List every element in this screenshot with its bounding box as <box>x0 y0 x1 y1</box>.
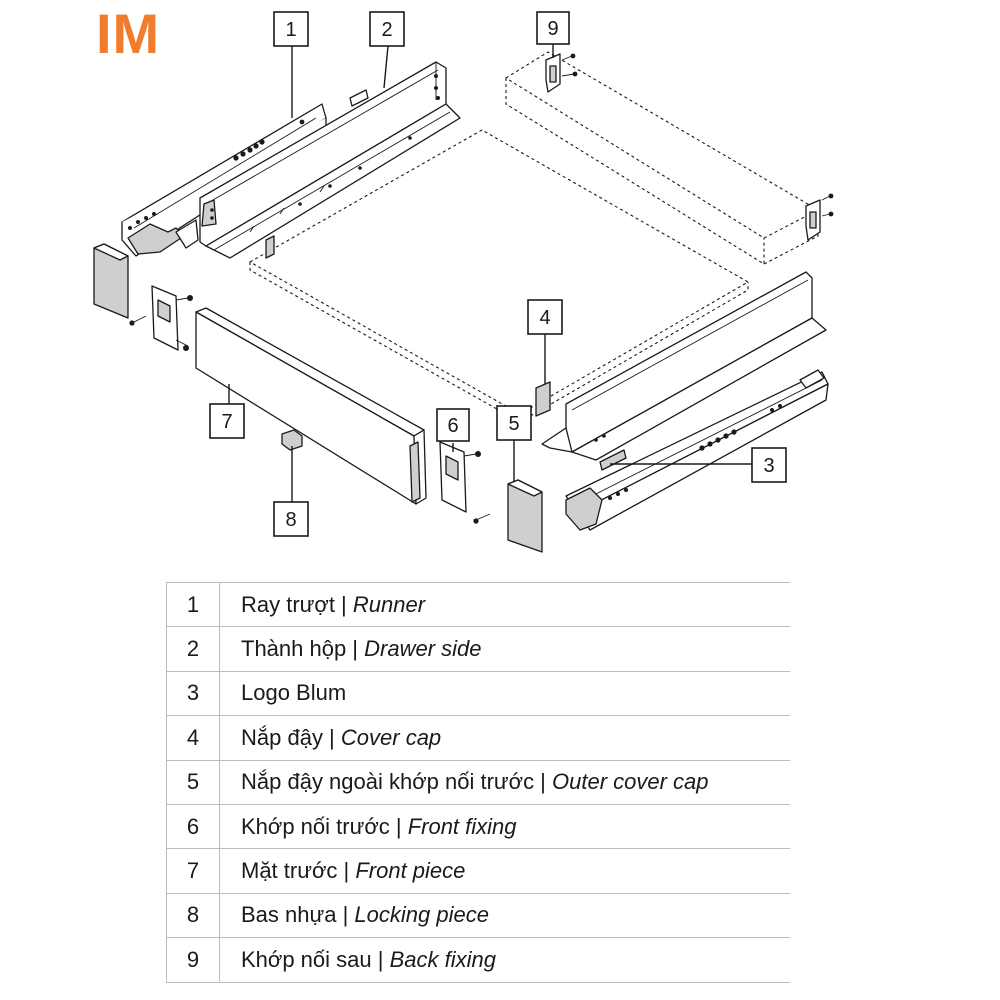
callout-8-label: 8 <box>285 509 296 531</box>
legend-en: Cover cap <box>340 724 442 750</box>
drawer-side-right <box>541 271 827 471</box>
back-fixing-top <box>545 53 578 93</box>
legend-text: Khớp nối trước | Front fixing <box>219 804 790 850</box>
legend-en: Outer cover cap <box>552 769 709 795</box>
legend-text: Ray trượt | Runner <box>219 581 790 628</box>
callout-9: 9 <box>536 11 570 45</box>
drawer-bottom-outline <box>248 129 750 423</box>
runner-right <box>565 369 829 531</box>
legend-vi: Thành hộp | <box>241 636 365 662</box>
legend-text: Mặt trước | Front piece <box>219 848 790 894</box>
legend-vi: Nắp đậy | <box>241 724 341 750</box>
legend-vi: Ray trượt | <box>241 591 353 617</box>
callout-4: 4 <box>527 299 563 335</box>
legend-number: 7 <box>166 848 220 894</box>
exploded-drawer-diagram: 1 2 3 4 5 6 7 8 9 <box>93 11 834 553</box>
outer-cover-cap-left <box>93 243 129 319</box>
legend-vi: Logo Blum <box>241 680 347 706</box>
callout-6-label: 6 <box>447 415 458 437</box>
legend-en: Back fixing <box>389 946 496 972</box>
legend-text: Nắp đậy ngoài khớp nối trước | Outer cov… <box>219 760 790 805</box>
legend-row: 3 Logo Blum <box>166 671 790 717</box>
legend-number: 3 <box>166 671 220 717</box>
legend-number: 2 <box>166 626 220 672</box>
cover-cap <box>535 381 551 417</box>
legend-text: Bas nhựa | Locking piece <box>219 893 790 939</box>
legend-number: 1 <box>166 581 220 628</box>
legend-number: 8 <box>166 893 220 939</box>
legend-text: Logo Blum <box>219 671 790 717</box>
legend-vi: Khớp nối sau | <box>241 946 390 972</box>
front-piece <box>195 307 427 505</box>
callout-1-label: 1 <box>285 19 296 41</box>
legend-number: 9 <box>166 937 220 983</box>
callout-4-label: 4 <box>539 307 550 329</box>
callout-2: 2 <box>369 11 405 47</box>
callout-2-label: 2 <box>381 19 392 41</box>
legend-vi: Nắp đậy ngoài khớp nối trước | <box>241 769 553 795</box>
callout-3-label: 3 <box>763 455 774 477</box>
front-fixing-right <box>439 441 491 524</box>
callout-5: 5 <box>496 405 532 441</box>
legend-en: Locking piece <box>354 902 489 928</box>
legend-text: Nắp đậy | Cover cap <box>219 715 790 761</box>
legend-number: 4 <box>166 715 220 761</box>
legend-en: Front fixing <box>407 813 517 839</box>
legend-number: 5 <box>166 760 220 805</box>
callout-8: 8 <box>273 501 309 537</box>
front-fixing-left <box>129 285 193 351</box>
locking-piece <box>281 429 303 451</box>
callout-3: 3 <box>751 447 787 483</box>
legend-vi: Khớp nối trước | <box>241 813 408 839</box>
drawer-side-left <box>199 61 461 259</box>
legend-number: 6 <box>166 804 220 850</box>
callout-9-label: 9 <box>547 18 558 40</box>
brand-logo: IM <box>96 2 161 65</box>
outer-cover-cap-right <box>507 479 543 553</box>
callout-5-label: 5 <box>508 413 519 435</box>
callout-7: 7 <box>209 403 245 439</box>
legend-en: Front piece <box>355 858 466 884</box>
legend-vi: Mặt trước | <box>241 858 356 884</box>
leader-2 <box>383 45 389 89</box>
callout-6: 6 <box>436 408 470 442</box>
legend-vi: Bas nhựa | <box>241 902 355 928</box>
legend-text: Thành hộp | Drawer side <box>219 626 790 672</box>
legend-text: Khớp nối sau | Back fixing <box>219 937 790 983</box>
legend-en: Runner <box>352 591 426 617</box>
callout-7-label: 7 <box>221 411 232 433</box>
legend-en: Drawer side <box>364 636 482 662</box>
callout-1: 1 <box>273 11 309 47</box>
back-fixing-right <box>805 193 834 241</box>
